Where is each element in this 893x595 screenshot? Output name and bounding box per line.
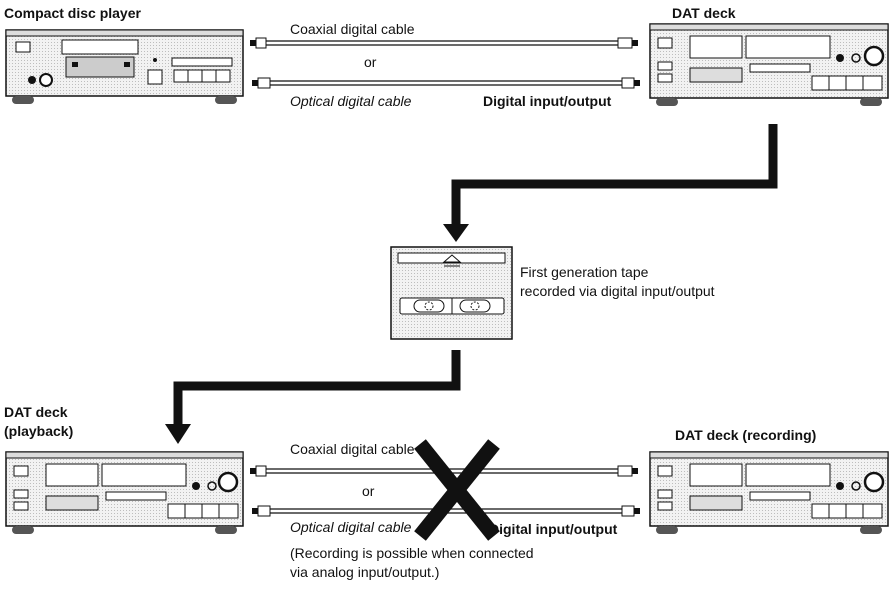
top-coaxial-cable [250,37,638,49]
flow-arrow-bottom-head [165,424,191,444]
dat-deck-recording-icon [649,451,889,534]
flow-arrow-top-head [443,224,469,242]
top-digital-io-label: Digital input/output [483,93,612,109]
bottom-coaxial-label: Coaxial digital cable [290,441,415,457]
top-or-label: or [364,54,377,70]
note-line1: (Recording is possible when connected [290,545,534,561]
tape-caption-line2: recorded via digital input/output [520,283,715,299]
cd-player-label: Compact disc player [4,5,141,21]
bottom-optical-label: Optical digital cable [290,519,412,535]
flow-arrow-bottom-path [173,350,461,428]
dat-deck-playback-icon [5,451,244,534]
recording-label: DAT deck (recording) [675,427,817,443]
cd-player-icon [5,29,244,104]
playback-label-line2: (playback) [4,423,74,439]
flow-arrow-top-path [451,124,778,228]
bottom-digital-io-label: Digital input/output [489,521,618,537]
top-optical-label: Optical digital cable [290,93,412,109]
top-optical-cable [252,77,640,89]
tape-caption-line1: First generation tape [520,264,649,280]
bottom-or-label: or [362,483,375,499]
note-line2: via analog input/output.) [290,564,440,580]
dat-deck-top-label: DAT deck [672,5,736,21]
tape-cassette-icon [390,246,513,340]
dat-deck-top-icon [649,23,889,106]
top-coaxial-label: Coaxial digital cable [290,21,415,37]
playback-label-line1: DAT deck [4,404,68,420]
